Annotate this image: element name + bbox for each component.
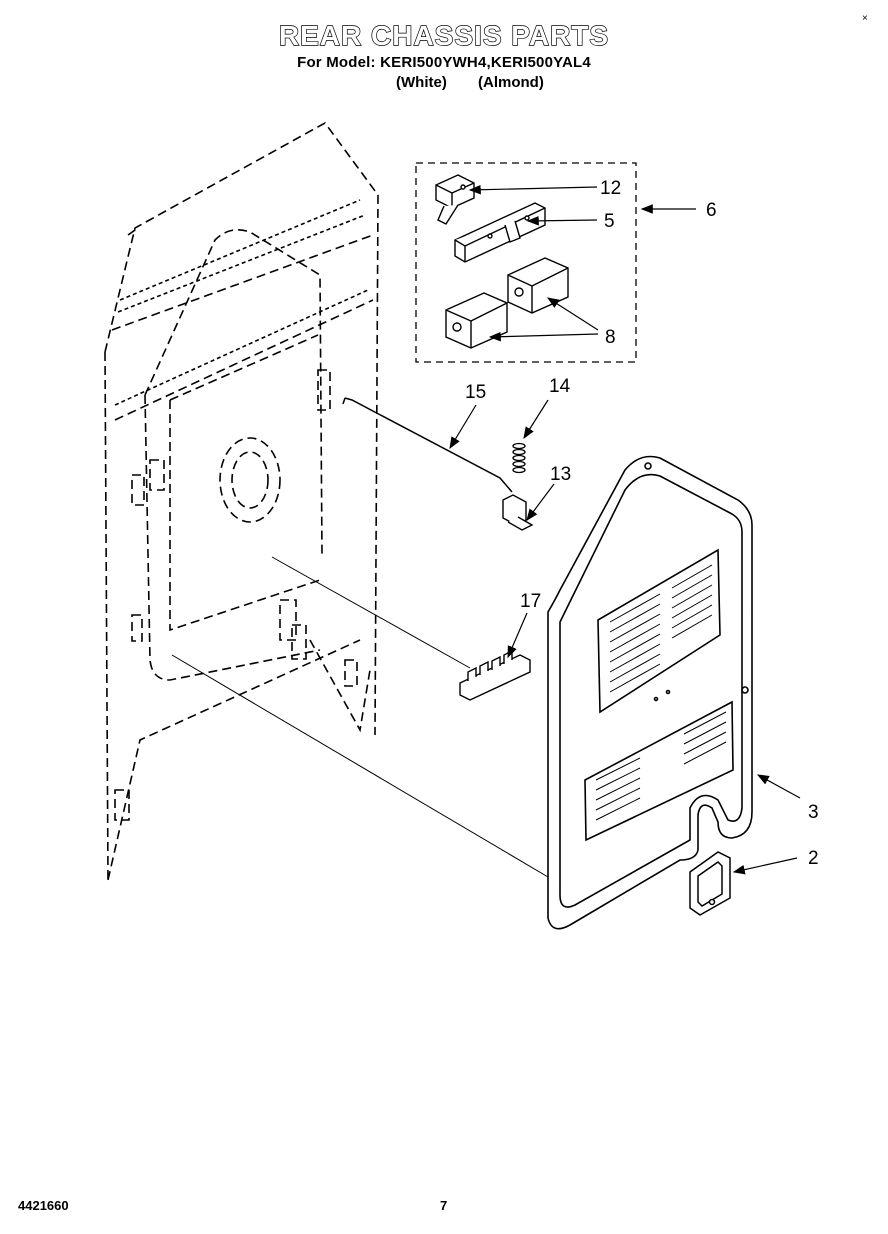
callout-13: 13 (550, 464, 571, 485)
document-number: 4421660 (18, 1198, 69, 1213)
page-title: REAR CHASSIS PARTS (278, 19, 610, 51)
callout-17: 17 (520, 591, 541, 612)
connection-line-3 (171, 654, 549, 878)
corner-mark: × (862, 13, 868, 24)
model-line: For Model: KERI500YWH4,KERI500YAL4 (297, 54, 591, 71)
page-number: 7 (440, 1198, 448, 1213)
callout-15: 15 (465, 382, 486, 403)
part-17-terminal-block (459, 649, 531, 701)
kit-box (415, 162, 637, 363)
leader-lines (449, 184, 801, 875)
range-body-outline (104, 121, 379, 881)
part-2-cover-plate (689, 851, 731, 916)
part-15-rod (342, 397, 513, 493)
callout-2: 2 (808, 848, 819, 869)
callout-12: 12 (600, 178, 621, 199)
callout-5: 5 (604, 211, 615, 232)
part-12-switch (435, 174, 475, 225)
callout-3: 3 (808, 802, 819, 823)
variant-white: (White) (396, 74, 447, 91)
part-13-clip (502, 494, 534, 531)
callout-6: 6 (706, 200, 717, 221)
part-5-bracket (454, 202, 546, 263)
callout-8: 8 (605, 327, 616, 348)
connection-line-17 (271, 556, 471, 669)
part-14-spring (512, 442, 526, 474)
part-8-block-left (445, 292, 508, 349)
callout-14: 14 (549, 376, 571, 397)
variant-almond: (Almond) (478, 74, 544, 91)
callout-labels: 12 5 6 8 15 14 13 17 3 2 (465, 178, 819, 869)
part-3-rear-panel (547, 455, 753, 930)
